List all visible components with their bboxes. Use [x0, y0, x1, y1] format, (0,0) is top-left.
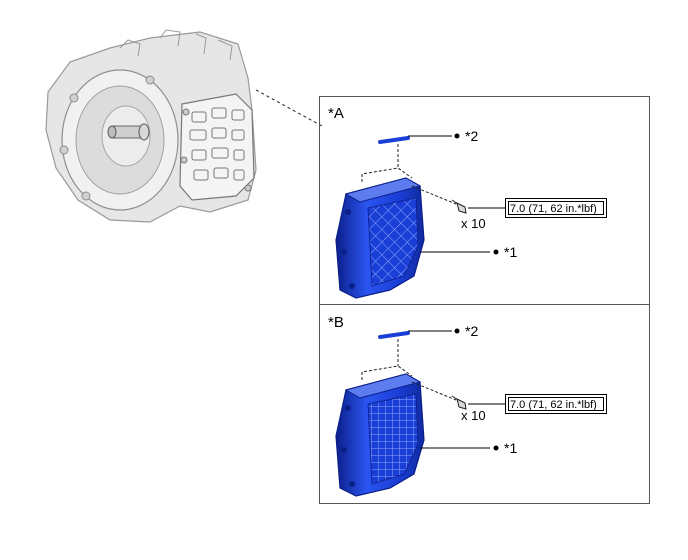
callout-part1-a: *1 [504, 244, 517, 260]
leader-bolt-b [411, 381, 457, 401]
torque-box-inner-b [508, 397, 604, 411]
panel-frame [319, 96, 650, 504]
callout-dot [493, 249, 499, 255]
gasket-strip-icon [378, 136, 410, 144]
quantity-a: x 10 [461, 216, 486, 231]
panel-a-label: *A [328, 105, 344, 122]
transmission-illustration [45, 29, 257, 223]
panel-b: *B *2 x 10 7.0 (71, 62 in.*lbf) *1 [328, 314, 607, 497]
callout-dot [454, 328, 460, 334]
quantity-b: x 10 [461, 408, 486, 423]
leader-transmission [255, 89, 323, 127]
oil-pan-illustration [335, 177, 425, 299]
callout-part2-b: *2 [465, 323, 478, 339]
torque-spec-a: 7.0 (71, 62 in.*lbf) [510, 203, 597, 215]
panel-a: *A *2 x 10 7.0 (71, 62 in.*lbf) [328, 105, 607, 299]
torque-spec-b: 7.0 (71, 62 in.*lbf) [510, 399, 597, 411]
gasket-strip-icon [378, 331, 410, 339]
callout-dot [493, 445, 499, 451]
oil-pan-illustration [335, 373, 425, 497]
panel-b-label: *B [328, 314, 344, 331]
bolt-icon [451, 199, 467, 214]
torque-box-inner-a [508, 201, 604, 215]
callout-part2-a: *2 [465, 128, 478, 144]
callout-part1-b: *1 [504, 440, 517, 456]
callout-dot [454, 133, 460, 139]
bolt-icon [451, 395, 467, 410]
leader-bolt-a [411, 185, 457, 205]
